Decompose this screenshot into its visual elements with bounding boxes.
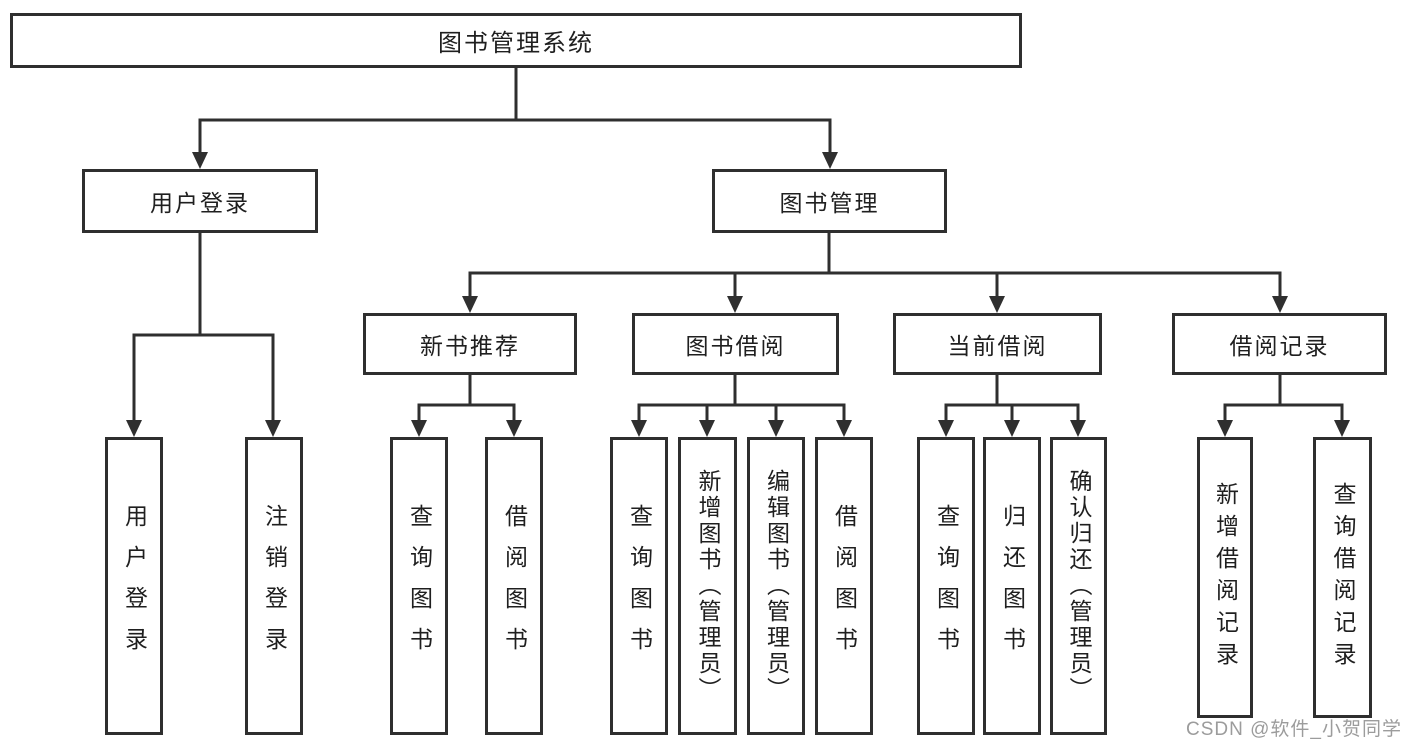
node-new-book-recommend: 新书推荐	[363, 313, 577, 375]
leaf-add-borrow-record: 新增借阅记录	[1197, 437, 1253, 718]
node-user-login: 用户登录	[82, 169, 318, 233]
arrowhead	[1217, 420, 1233, 437]
arrowhead	[126, 420, 142, 437]
arrowhead	[768, 420, 784, 437]
arrowhead	[1272, 296, 1288, 313]
arrowhead	[411, 420, 427, 437]
node-current-borrowing: 当前借阅	[893, 313, 1102, 375]
arrowhead	[836, 420, 852, 437]
leaf-borrow-books: 借阅图书	[815, 437, 873, 735]
leaf-query-books: 查询图书	[917, 437, 975, 735]
leaf-logout: 注销登录	[245, 437, 303, 735]
arrowhead	[1334, 420, 1350, 437]
node-book-management: 图书管理	[712, 169, 947, 233]
arrowhead	[631, 420, 647, 437]
watermark: CSDN @软件_小贺同学	[1186, 719, 1402, 740]
leaf-query-books: 查询图书	[610, 437, 668, 735]
node-borrowing-records: 借阅记录	[1172, 313, 1387, 375]
leaf-add-book-admin: 新增图书（管理员）	[678, 437, 737, 735]
arrowhead	[699, 420, 715, 437]
arrowhead	[506, 420, 522, 437]
leaf-return-books: 归还图书	[983, 437, 1041, 735]
leaf-query-books: 查询图书	[390, 437, 448, 735]
arrowhead	[1004, 420, 1020, 437]
connector-line-group	[132, 68, 1344, 421]
arrowhead	[989, 296, 1005, 313]
leaf-confirm-return-admin: 确认归还（管理员）	[1050, 437, 1107, 735]
leaf-edit-book-admin: 编辑图书（管理员）	[747, 437, 805, 735]
leaf-user-login: 用户登录	[105, 437, 163, 735]
leaf-query-borrow-record: 查询借阅记录	[1313, 437, 1372, 718]
arrowhead	[1070, 420, 1086, 437]
arrowhead	[822, 152, 838, 169]
node-library-management-system: 图书管理系统	[10, 13, 1022, 68]
arrowhead-group	[126, 152, 1350, 437]
leaf-borrow-books: 借阅图书	[485, 437, 543, 735]
arrowhead	[938, 420, 954, 437]
arrowhead	[192, 152, 208, 169]
arrowhead	[462, 296, 478, 313]
arrowhead	[265, 420, 281, 437]
node-book-borrowing: 图书借阅	[632, 313, 839, 375]
arrowhead	[727, 296, 743, 313]
